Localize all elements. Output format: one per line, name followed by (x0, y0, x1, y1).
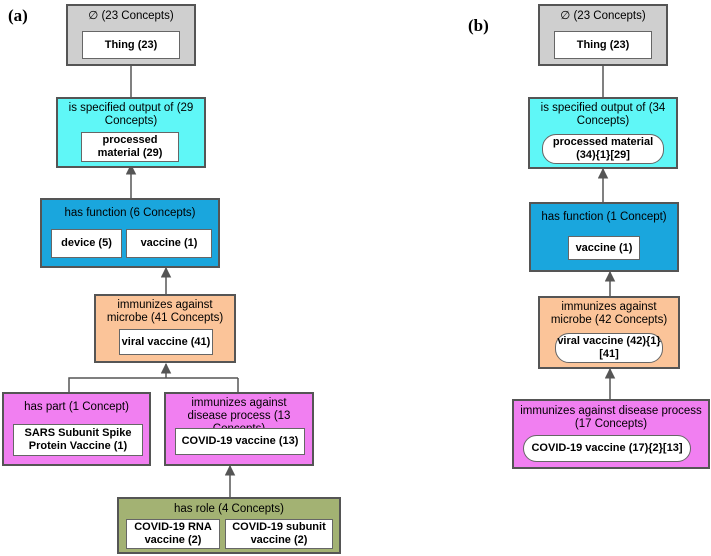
concept-leaf: processed material (34){1}[29] (542, 134, 664, 164)
node-title: has part (1 Concept) (24, 401, 129, 413)
panel-b-label: (b) (468, 16, 489, 35)
node-a-specified-output: is specified output of (29 Concepts) pro… (56, 97, 206, 168)
node-title: has function (6 Concepts) (64, 207, 196, 219)
concept-leaf: viral vaccine (41) (119, 329, 213, 355)
node-title: has function (1 Concept) (541, 211, 667, 223)
node-title: is specified output of (29 Concepts) (68, 102, 194, 127)
concept-leaf: vaccine (1) (568, 236, 640, 260)
concept-leaf: SARS Subunit Spike Protein Vaccine (1) (13, 424, 143, 456)
node-a-has-function: has function (6 Concepts) device (5) vac… (40, 198, 220, 268)
node-title: immunizes against microbe (42 Concepts) (550, 301, 668, 326)
concept-leaf: COVID-19 subunit vaccine (2) (225, 519, 333, 549)
node-title: is specified output of (34 Concepts) (540, 102, 666, 127)
concept-leaf: COVID-19 vaccine (17){2}[13] (523, 435, 691, 462)
concept-leaf: vaccine (1) (126, 229, 212, 258)
concept-leaf: Thing (23) (82, 31, 180, 59)
node-b-specified-output: is specified output of (34 Concepts) pro… (528, 97, 678, 169)
node-title: immunizes against microbe (41 Concepts) (106, 299, 224, 324)
node-b-immunizes-disease: immunizes against disease process (17 Co… (512, 399, 710, 469)
node-title: has role (4 Concepts) (174, 503, 284, 515)
concept-leaf: COVID-19 vaccine (13) (175, 428, 305, 455)
edge-children-to-microbe (68, 377, 238, 392)
node-title: ∅ (23 Concepts) (560, 10, 646, 22)
node-b-immunizes-microbe: immunizes against microbe (42 Concepts) … (538, 296, 680, 369)
node-title: ∅ (23 Concepts) (88, 10, 174, 22)
node-b-top: ∅ (23 Concepts) Thing (23) (538, 4, 668, 66)
node-a-top: ∅ (23 Concepts) Thing (23) (66, 4, 196, 66)
node-a-immunizes-microbe: immunizes against microbe (41 Concepts) … (94, 294, 236, 363)
concept-leaf: processed material (29) (81, 132, 179, 162)
concept-leaf: Thing (23) (554, 31, 652, 59)
concept-leaf: device (5) (51, 229, 122, 258)
concept-leaf: viral vaccine (42){1}[41] (555, 333, 663, 363)
node-a-immunizes-disease: immunizes against disease process (13 Co… (164, 392, 314, 466)
node-title: immunizes against disease process (17 Co… (520, 405, 702, 430)
node-b-has-function: has function (1 Concept) vaccine (1) (529, 202, 679, 272)
panel-a-label: (a) (8, 6, 28, 25)
node-a-has-part: has part (1 Concept) SARS Subunit Spike … (2, 392, 151, 466)
node-a-has-role: has role (4 Concepts) COVID-19 RNA vacci… (117, 497, 341, 554)
concept-leaf: COVID-19 RNA vaccine (2) (126, 519, 220, 549)
